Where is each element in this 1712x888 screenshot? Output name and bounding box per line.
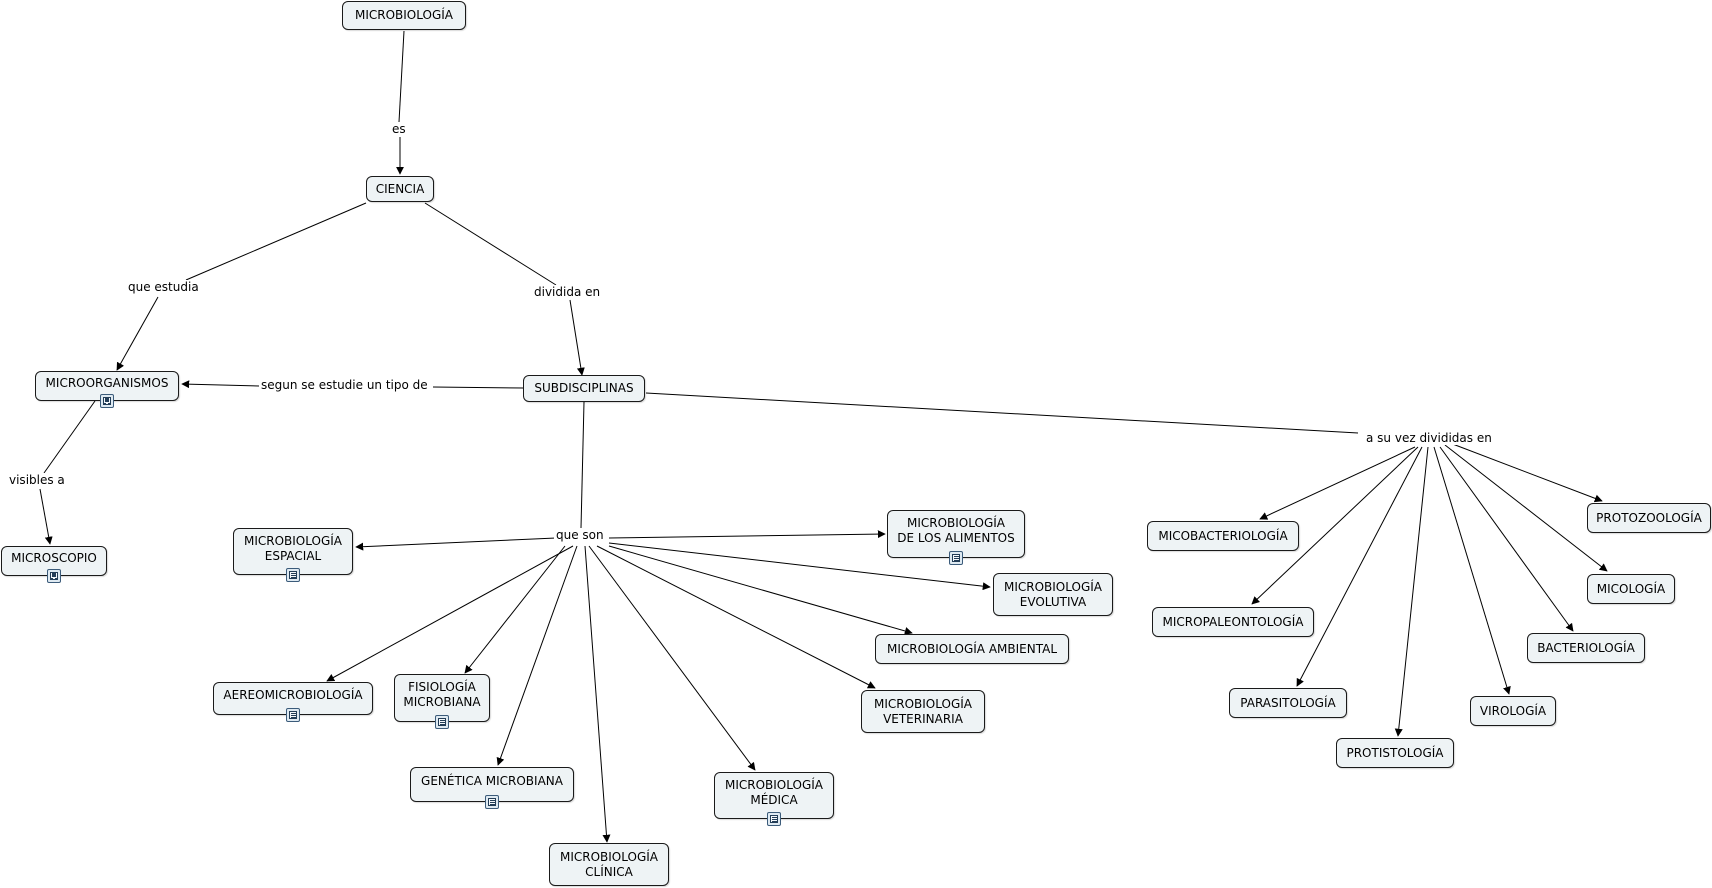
concept-mb-clinica[interactable]: MICROBIOLOGÍA CLÍNICA	[549, 843, 669, 886]
concept-label: MICROBIOLOGÍA EVOLUTIVA	[1003, 579, 1103, 609]
edge-line	[580, 401, 585, 529]
concept-micropaleontologia[interactable]: MICROPALEONTOLOGÍA	[1152, 607, 1314, 637]
document-icon[interactable]	[767, 812, 781, 826]
concept-label: MICROBIOLOGÍA DE LOS ALIMENTOS	[897, 516, 1015, 545]
link-dividida-en: dividida en	[532, 285, 603, 299]
edge-arrow	[1394, 446, 1429, 737]
concept-microorganismos[interactable]: MICROORGANISMOS	[35, 371, 179, 408]
concept-label: VIROLOGÍA	[1479, 703, 1547, 718]
document-icon[interactable]	[435, 715, 449, 729]
concept-microscopio[interactable]: MICROSCOPIO	[1, 546, 107, 583]
edge-arrow	[569, 299, 585, 376]
link-segun: segun se estudie un tipo de	[259, 378, 430, 392]
concept-label: MICROBIOLOGÍA MÉDICA	[724, 777, 824, 807]
concept-microbiologia[interactable]: MICROBIOLOGÍA	[342, 1, 466, 30]
document-icon[interactable]	[949, 551, 963, 565]
concept-parasitologia[interactable]: PARASITOLOGÍA	[1229, 688, 1347, 718]
edge-line	[645, 392, 1359, 434]
concept-ciencia[interactable]: CIENCIA	[366, 176, 434, 202]
edge-arrow	[1296, 446, 1423, 687]
edge-arrow	[326, 545, 574, 682]
concept-micologia[interactable]: MICOLOGÍA	[1587, 574, 1675, 604]
link-que-estudia: que estudia	[126, 280, 201, 294]
edge-arrow	[1449, 442, 1603, 503]
document-icon[interactable]	[286, 568, 300, 582]
concept-label: AEREOMICROBIOLOGÍA	[223, 688, 363, 702]
edge-arrow	[1433, 446, 1511, 695]
concept-mb-alimentos[interactable]: MICROBIOLOGÍA DE LOS ALIMENTOS	[887, 510, 1025, 565]
concept-protozoologia[interactable]: PROTOZOOLOGÍA	[1587, 503, 1711, 533]
edge-arrow	[1251, 446, 1419, 605]
edge-arrow	[608, 542, 991, 591]
concept-label: MICROBIOLOGÍA ESPACIAL	[243, 533, 343, 563]
concept-label: SUBDISCIPLINAS	[534, 381, 634, 395]
edge-arrow	[584, 545, 611, 843]
concept-map-icon[interactable]	[100, 394, 114, 408]
link-a-su-vez: a su vez divididas en	[1364, 431, 1494, 445]
concept-bacteriologia[interactable]: BACTERIOLOGÍA	[1527, 633, 1645, 663]
concept-genetica[interactable]: GENÉTICA MICROBIANA	[410, 767, 574, 809]
link-es: es	[390, 122, 408, 136]
concept-mb-evolutiva[interactable]: MICROBIOLOGÍA EVOLUTIVA	[993, 573, 1113, 616]
concept-label: MICROORGANISMOS	[45, 375, 169, 390]
concept-label: MICOLOGÍA	[1596, 581, 1666, 596]
edge-line	[432, 386, 525, 389]
concept-label: FISIOLOGÍA MICROBIANA	[403, 680, 481, 709]
concept-virologia[interactable]: VIROLOGÍA	[1470, 696, 1556, 726]
concept-label: MICROBIOLOGÍA CLÍNICA	[559, 849, 659, 879]
edge-arrow	[608, 545, 913, 635]
edge-arrow	[464, 545, 566, 674]
edge-arrow	[1444, 444, 1608, 572]
edge-arrow	[1439, 446, 1574, 632]
concept-label: MICROBIOLOGÍA VETERINARIA	[873, 696, 973, 726]
concept-aereomicrobiologia[interactable]: AEREOMICROBIOLOGÍA	[213, 682, 373, 722]
concept-label: MICROBIOLOGÍA AMBIENTAL	[886, 641, 1058, 656]
concept-label: MICROSCOPIO	[11, 550, 97, 565]
concept-label: MICOBACTERIOLOGÍA	[1158, 528, 1288, 543]
concept-fisiologia[interactable]: FISIOLOGÍA MICROBIANA	[394, 674, 490, 729]
edge-line	[43, 400, 96, 474]
document-icon[interactable]	[286, 708, 300, 722]
concept-micobacteriologia[interactable]: MICOBACTERIOLOGÍA	[1147, 521, 1299, 551]
edge-arrow	[596, 545, 876, 689]
concept-mb-ambiental[interactable]: MICROBIOLOGÍA AMBIENTAL	[875, 634, 1069, 664]
concept-label: PROTISTOLOGÍA	[1346, 745, 1444, 760]
edge-line	[398, 30, 405, 123]
edge-arrow	[1259, 446, 1416, 520]
concept-label: GENÉTICA MICROBIANA	[421, 774, 563, 788]
concept-label: CIENCIA	[375, 181, 425, 196]
concept-label: BACTERIOLOGÍA	[1537, 640, 1635, 655]
edge-arrow	[181, 380, 260, 389]
concept-mb-medica[interactable]: MICROBIOLOGÍA MÉDICA	[714, 772, 834, 826]
edge-arrow	[608, 530, 886, 539]
link-que-son: que son	[554, 528, 606, 542]
concept-label: PROTOZOOLOGÍA	[1596, 510, 1702, 525]
concept-subdisciplinas[interactable]: SUBDISCIPLINAS	[523, 375, 645, 402]
concept-protistologia[interactable]: PROTISTOLOGÍA	[1336, 738, 1454, 768]
edge-line	[424, 202, 557, 286]
link-visibles-a: visibles a	[7, 473, 67, 487]
concept-map-icon[interactable]	[47, 569, 61, 583]
edge-arrow	[355, 537, 557, 551]
edge-arrow	[496, 545, 578, 766]
concept-label: MICROBIOLOGÍA	[354, 8, 454, 22]
edge-arrow	[116, 296, 159, 371]
edge-arrow	[588, 545, 756, 771]
concept-mb-espacial[interactable]: MICROBIOLOGÍA ESPACIAL	[233, 528, 353, 582]
edge-line	[185, 202, 367, 281]
document-icon[interactable]	[485, 795, 499, 809]
concept-mb-veterinaria[interactable]: MICROBIOLOGÍA VETERINARIA	[861, 690, 985, 733]
concept-label: MICROPALEONTOLOGÍA	[1162, 614, 1304, 629]
concept-label: PARASITOLOGÍA	[1240, 695, 1336, 710]
edge-arrow	[39, 488, 53, 545]
